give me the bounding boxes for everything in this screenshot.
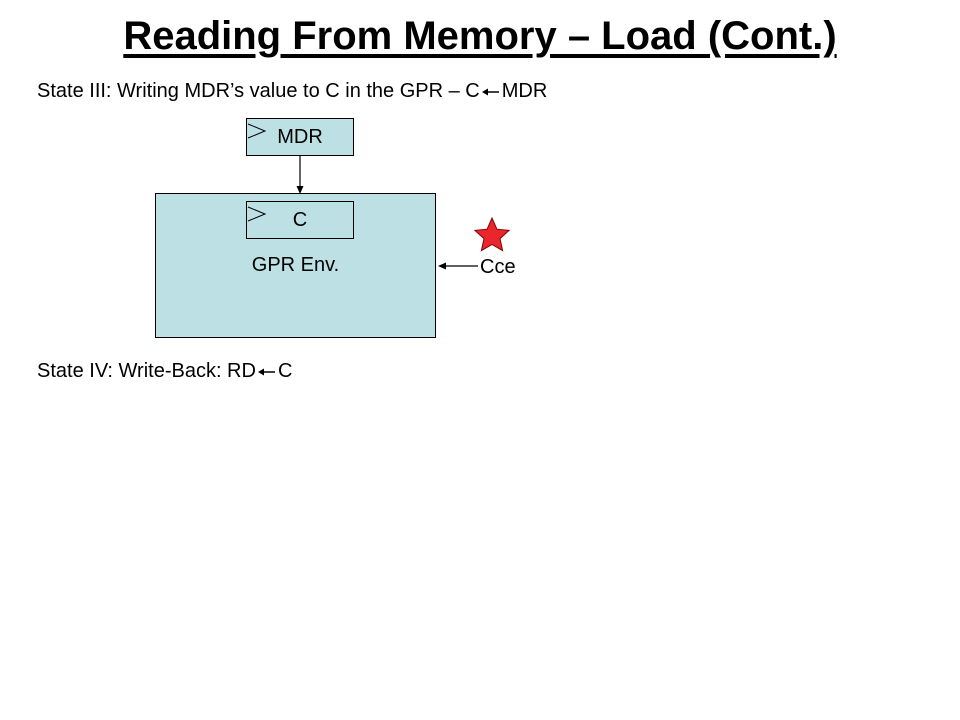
c-register: C xyxy=(246,201,354,239)
cce-signal-label: Cce xyxy=(480,256,516,278)
state-3-suffix: MDR xyxy=(501,80,548,102)
clock-edge-icon xyxy=(247,206,267,222)
star-icon xyxy=(473,216,511,252)
state-4-suffix: C xyxy=(277,360,293,382)
mdr-to-gpr-arrow xyxy=(296,156,304,194)
mdr-label: MDR xyxy=(277,125,323,148)
mdr-register: MDR xyxy=(246,118,354,156)
state-4-prefix: State IV: Write-Back: RD xyxy=(37,360,256,382)
gpr-label: GPR Env. xyxy=(251,254,340,276)
state-3-prefix: State III: Writing MDR’s value to C in t… xyxy=(37,80,480,102)
cce-arrow xyxy=(438,262,478,270)
left-arrow-icon xyxy=(257,368,275,375)
clock-edge-icon xyxy=(247,123,267,139)
c-label: C xyxy=(292,208,308,231)
slide-title: Reading From Memory – Load (Cont.) xyxy=(123,14,837,58)
state-3-line: State III: Writing MDR’s value to C in t… xyxy=(37,80,547,103)
left-arrow-icon xyxy=(481,88,499,95)
state-4-line: State IV: Write-Back: RD C xyxy=(37,360,292,383)
